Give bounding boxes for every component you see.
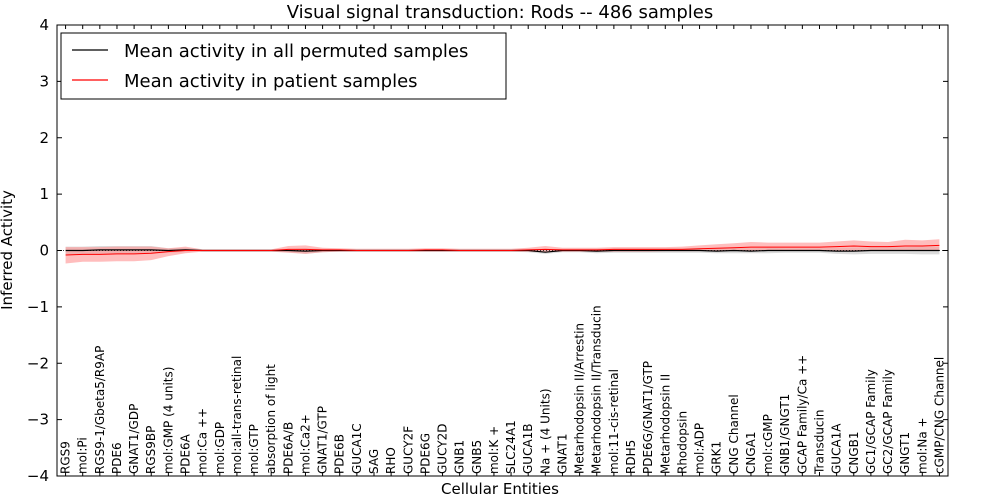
x-tick-label: PDE6 bbox=[110, 442, 124, 474]
legend-label-patient: Mean activity in patient samples bbox=[124, 71, 418, 92]
x-tick-label: mol:GDP bbox=[213, 422, 227, 474]
x-tick-label: RDH5 bbox=[624, 440, 638, 474]
x-tick-label: CNGB1 bbox=[847, 431, 861, 474]
plot-frame bbox=[56, 24, 949, 477]
confidence-band-1 bbox=[65, 239, 940, 264]
x-tick-label: PDE6G/GNAT1/GTP bbox=[641, 361, 655, 474]
y-tick-label: 1 bbox=[39, 185, 49, 203]
y-axis-label: Inferred Activity bbox=[0, 190, 16, 310]
legend-label-permuted: Mean activity in all permuted samples bbox=[124, 41, 468, 62]
y-tick-label: −2 bbox=[27, 354, 49, 372]
x-tick-label: RHO bbox=[384, 447, 398, 474]
x-tick-label: Metarhodopsin II bbox=[658, 374, 672, 474]
y-tick-label: −4 bbox=[27, 467, 49, 485]
x-tick-label: GNB5 bbox=[470, 440, 484, 474]
series-line-1 bbox=[65, 244, 940, 256]
chart-title: Visual signal transduction: Rods -- 486 … bbox=[287, 2, 714, 23]
x-tick-label: GNAT1 bbox=[555, 433, 569, 474]
x-tick-label: mol:11-cis-retinal bbox=[607, 369, 621, 474]
x-tick-label: absorption of light bbox=[264, 364, 278, 474]
x-tick-label: GUCA1B bbox=[521, 423, 535, 474]
x-tick-label: Na + (4 Units) bbox=[538, 388, 552, 474]
y-tick-label: 0 bbox=[39, 242, 49, 260]
x-tick-label: mol:Na + bbox=[915, 417, 929, 474]
x-tick-label: mol:GTP bbox=[247, 424, 261, 474]
y-tick-label: −3 bbox=[27, 411, 49, 429]
x-tick-label: cGMP/CNG Channel bbox=[932, 357, 946, 474]
x-tick-label: mol:all-trans-retinal bbox=[230, 356, 244, 474]
x-tick-label: mol:K + bbox=[487, 426, 501, 474]
x-tick-label: mol:Ca ++ bbox=[196, 408, 210, 474]
x-tick-label: RGS9-1/Gbeta5/R9AP bbox=[93, 346, 107, 474]
x-tick-label: PDE6G bbox=[418, 433, 432, 474]
y-tick-label: 3 bbox=[39, 72, 49, 90]
x-tick-label: GNAT1/GTP bbox=[316, 406, 330, 474]
x-tick-label: SLC24A1 bbox=[504, 420, 518, 474]
x-tick-label: GRK1 bbox=[710, 441, 724, 474]
x-tick-label: CNGA1 bbox=[744, 432, 758, 475]
x-tick-label: Metarhodopsin II/Transducin bbox=[590, 305, 604, 474]
x-tick-label: SAG bbox=[367, 449, 381, 474]
x-tick-label: GUCA1C bbox=[350, 423, 364, 474]
legend: Mean activity in all permuted samples Me… bbox=[60, 32, 507, 100]
x-tick-label: PDE6A/B bbox=[281, 422, 295, 474]
x-tick-label: mol:cGMP bbox=[761, 414, 775, 474]
x-axis-label: Cellular Entities bbox=[441, 480, 559, 498]
x-tick-label: GUCA1A bbox=[830, 423, 844, 474]
x-tick-label: PDE6B bbox=[333, 434, 347, 474]
x-tick-label: GC2/GCAP Family bbox=[881, 369, 895, 474]
x-tick-label: CNG Channel bbox=[727, 394, 741, 474]
x-tick-label: mol:ADP bbox=[693, 423, 707, 474]
legend-box bbox=[60, 32, 507, 100]
y-tick-label: −1 bbox=[27, 298, 49, 316]
x-tick-label: GC1/GCAP Family bbox=[864, 369, 878, 474]
x-tick-label: Metarhodopsin II/Arrestin bbox=[573, 323, 587, 474]
x-tick-label: GNB1 bbox=[453, 440, 467, 474]
x-tick-label: mol:Pi bbox=[76, 437, 90, 474]
x-tick-label: mol:Ca2+ bbox=[298, 414, 312, 474]
x-tick-label: GNGT1 bbox=[898, 432, 912, 474]
x-tick-label: mol:GMP (4 units) bbox=[161, 367, 175, 474]
x-tick-label: PDE6A bbox=[179, 433, 193, 474]
x-tick-label: GNAT1/GDP bbox=[127, 404, 141, 474]
x-tick-label: GUCY2F bbox=[401, 426, 415, 474]
x-tick-label: GUCY2D bbox=[436, 424, 450, 474]
x-tick-label: RGS9 bbox=[59, 441, 73, 474]
x-tick-label: Transducin bbox=[812, 410, 826, 475]
x-tick-label: Rhodopsin bbox=[675, 411, 689, 474]
y-tick-label: 4 bbox=[39, 16, 49, 34]
x-tick-label: GCAP Family/Ca ++ bbox=[795, 355, 809, 474]
y-tick-label: 2 bbox=[39, 129, 49, 147]
x-tick-label: GNB1/GNGT1 bbox=[778, 394, 792, 474]
x-tick-label: RGS9BP bbox=[144, 426, 158, 474]
